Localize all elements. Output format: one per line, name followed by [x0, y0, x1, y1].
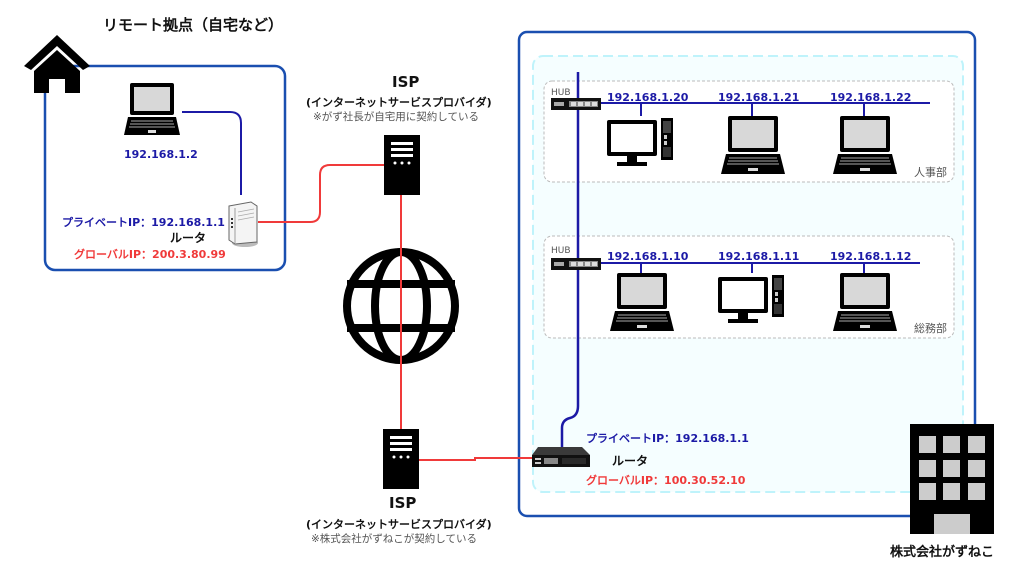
- company-router-private-ip: プライベートIP：192.168.1.1: [586, 432, 749, 445]
- department-name-jinji: 人事部: [914, 166, 947, 179]
- laptop-icon: [607, 273, 677, 337]
- remote-router-global-ip: グローバルIP：200.3.80.99: [74, 248, 226, 261]
- desktop-pc-icon: [607, 116, 677, 180]
- wan-cable-remote-to-isp: [258, 164, 385, 223]
- desktop-pc-icon: [718, 273, 788, 337]
- device-ip-label: 192.168.1.12: [830, 250, 912, 263]
- isp-bottom-subtitle: (インターネットサービスプロバイダ): [306, 518, 492, 531]
- hub-label-soumu: HUB: [551, 246, 571, 256]
- laptop-icon: [830, 116, 900, 180]
- remote-site-boundary: [43, 64, 287, 272]
- office-building-icon: [910, 424, 994, 534]
- lan-backbone: [560, 72, 580, 448]
- remote-router-private-ip: プライベートIP：192.168.1.1: [62, 216, 225, 229]
- home-router-icon: [228, 201, 258, 247]
- laptop-icon: [124, 83, 180, 135]
- device-ip-label: 192.168.1.22: [830, 91, 912, 104]
- isp-bottom-note: ※株式会社がずねこが契約している: [311, 533, 477, 545]
- hub-label-jinji: HUB: [551, 88, 571, 98]
- hub-icon-jinji: [551, 98, 601, 110]
- remote-site-title: リモート拠点（自宅など）: [103, 16, 284, 34]
- device-ip-label: 192.168.1.20: [607, 91, 689, 104]
- device-ip-label: 192.168.1.11: [718, 250, 800, 263]
- isp-server-icon-top: [384, 135, 420, 195]
- isp-top-note: ※がず社長が自宅用に契約している: [313, 111, 479, 123]
- device-ip-label: 192.168.1.10: [607, 250, 689, 263]
- isp-bottom-title: ISP: [389, 494, 417, 512]
- wan-cable-isp-to-company: [418, 457, 532, 461]
- hub-icon-soumu: [551, 258, 601, 270]
- internet-globe-icon: [343, 246, 459, 366]
- device-ip-label: 192.168.1.21: [718, 91, 800, 104]
- department-name-soumu: 総務部: [914, 322, 947, 335]
- company-name: 株式会社がずねこ: [890, 545, 995, 560]
- isp-server-icon-bottom: [383, 429, 419, 489]
- isp-top-title: ISP: [392, 73, 420, 91]
- company-router-label: ルータ: [612, 454, 649, 468]
- laptop-icon: [830, 273, 900, 337]
- company-router-icon: [532, 447, 590, 467]
- remote-laptop-ip: 192.168.1.2: [124, 148, 198, 161]
- company-router-global-ip: グローバルIP：100.30.52.10: [586, 474, 746, 487]
- laptop-icon: [718, 116, 788, 180]
- lan-cable-remote: [182, 111, 242, 195]
- house-icon: [24, 35, 90, 93]
- isp-top-subtitle: (インターネットサービスプロバイダ): [306, 96, 492, 109]
- remote-router-label: ルータ: [170, 231, 207, 245]
